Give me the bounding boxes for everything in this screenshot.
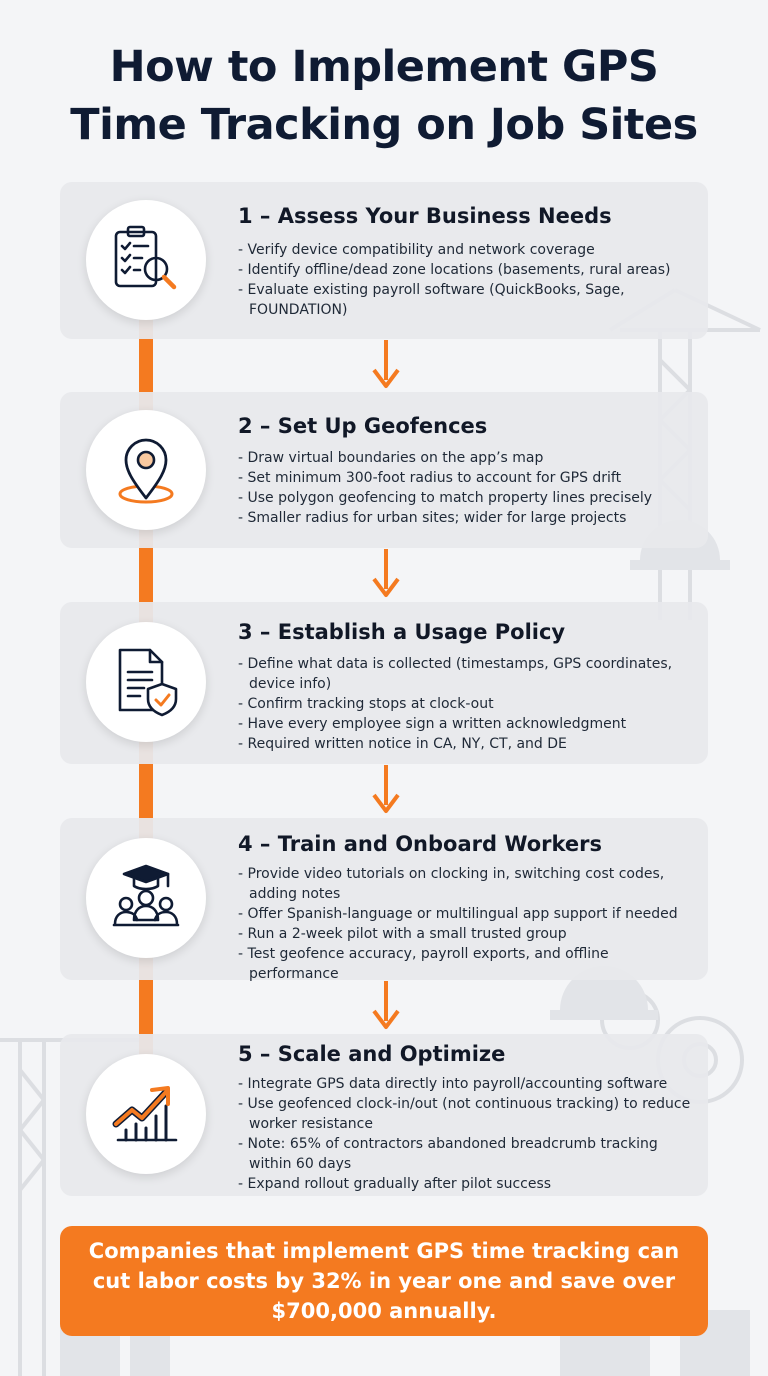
list-item: Draw virtual boundaries on the app’s map [238, 448, 692, 468]
step-bullets-3: Define what data is collected (timestamp… [238, 654, 692, 754]
icon-circle-2 [86, 410, 206, 530]
list-item: Required written notice in CA, NY, CT, a… [238, 734, 692, 754]
arrow-down-icon [372, 549, 400, 597]
list-item: Note: 65% of contractors abandoned bread… [238, 1134, 692, 1174]
arrow-down-icon [372, 981, 400, 1029]
list-item: Set minimum 300-foot radius to account f… [238, 468, 692, 488]
list-item: Have every employee sign a written ackno… [238, 714, 692, 734]
list-item: Use polygon geofencing to match property… [238, 488, 692, 508]
list-item: Verify device compatibility and network … [238, 240, 692, 260]
title-line-1: How to Implement GPS [109, 42, 659, 92]
list-item: Smaller radius for urban sites; wider fo… [238, 508, 692, 528]
step-bullets-4: Provide video tutorials on clocking in, … [238, 864, 692, 984]
list-item: Expand rollout gradually after pilot suc… [238, 1174, 692, 1194]
list-item: Test geofence accuracy, payroll exports,… [238, 944, 692, 984]
arrow-down-icon [372, 765, 400, 813]
icon-circle-5 [86, 1054, 206, 1174]
icon-circle-3 [86, 622, 206, 742]
list-item: Integrate GPS data directly into payroll… [238, 1074, 692, 1094]
step-bullets-5: Integrate GPS data directly into payroll… [238, 1074, 692, 1194]
step-card-3: 3 – Establish a Usage Policy Define what… [60, 602, 708, 764]
icon-circle-1 [86, 200, 206, 320]
summary-callout: Companies that implement GPS time tracki… [60, 1226, 708, 1336]
title-line-2: Time Tracking on Job Sites [70, 100, 698, 150]
document-shield-icon [118, 648, 178, 717]
map-pin-icon [118, 438, 174, 504]
list-item: Confirm tracking stops at clock-out [238, 694, 692, 714]
list-item: Evaluate existing payroll software (Quic… [238, 280, 692, 320]
callout-text: Companies that implement GPS time tracki… [88, 1239, 680, 1323]
list-item: Define what data is collected (timestamp… [238, 654, 692, 694]
list-item: Offer Spanish-language or multilingual a… [238, 904, 692, 924]
step-card-5: 5 – Scale and Optimize Integrate GPS dat… [60, 1034, 708, 1196]
page-title: How to Implement GPS Time Tracking on Jo… [20, 38, 748, 154]
arrow-down-icon [372, 340, 400, 388]
checklist-magnifier-icon [114, 225, 177, 290]
step-title-5: 5 – Scale and Optimize [238, 1042, 506, 1066]
step-card-4: 4 – Train and Onboard Workers Provide vi… [60, 818, 708, 982]
step-title-1: 1 – Assess Your Business Needs [238, 204, 612, 228]
list-item: Run a 2-week pilot with a small trusted … [238, 924, 692, 944]
step-card-1: 1 – Assess Your Business Needs Verify de… [60, 182, 708, 339]
step-card-2: 2 – Set Up Geofences Draw virtual bounda… [60, 392, 708, 548]
step-bullets-2: Draw virtual boundaries on the app’s map… [238, 448, 692, 528]
step-title-4: 4 – Train and Onboard Workers [238, 832, 603, 856]
step-bullets-1: Verify device compatibility and network … [238, 240, 692, 320]
list-item: Identify offline/dead zone locations (ba… [238, 260, 692, 280]
icon-circle-4 [86, 838, 206, 958]
list-item: Provide video tutorials on clocking in, … [238, 864, 692, 904]
graduation-group-icon [112, 864, 180, 927]
step-title-3: 3 – Establish a Usage Policy [238, 620, 566, 644]
step-title-2: 2 – Set Up Geofences [238, 414, 488, 438]
growth-chart-icon [112, 1086, 178, 1142]
list-item: Use geofenced clock-in/out (not continuo… [238, 1094, 692, 1134]
